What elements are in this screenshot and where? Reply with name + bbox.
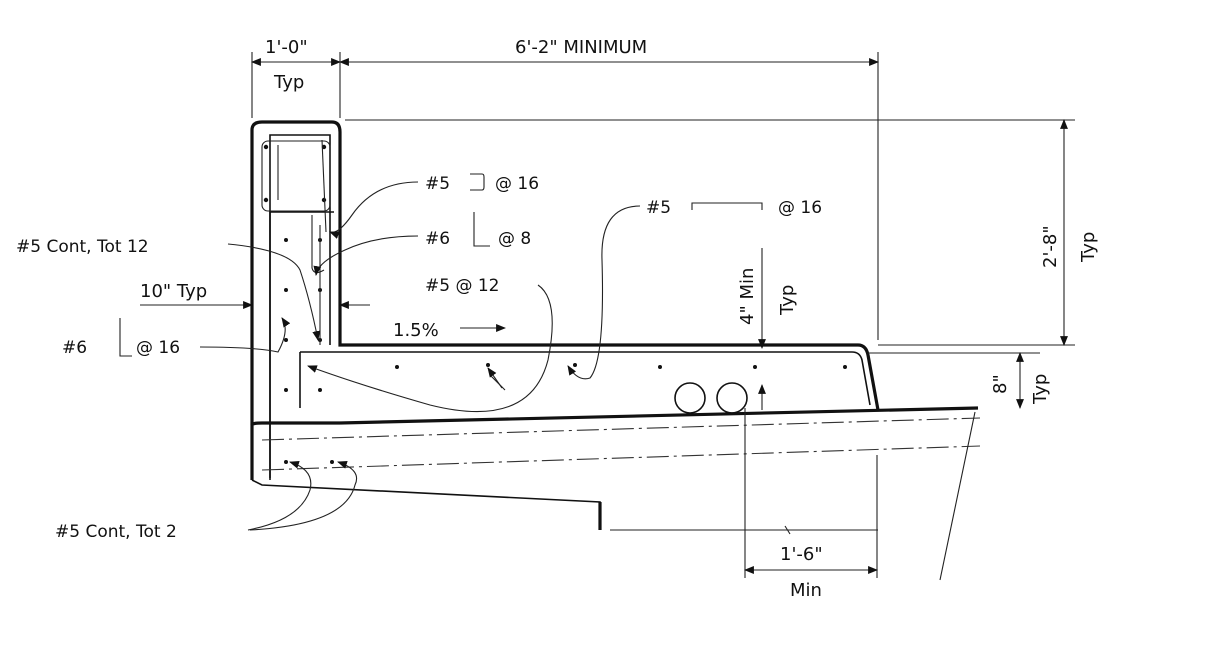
clear-width-label: 6'-2" MINIMUM — [515, 37, 647, 58]
slab-thickness-label: 8" — [990, 374, 1011, 394]
overhang-label: 1'-6" — [780, 544, 823, 565]
overhang-note: Min — [790, 580, 822, 601]
barrier-stirrups — [261, 140, 331, 345]
slab-cover-label: 4" Min — [737, 268, 758, 325]
height-note: Typ — [1078, 232, 1099, 263]
barrier-width-label: 1'-0" — [265, 37, 308, 58]
slab-top-bar-label: #5 @ 12 — [425, 276, 500, 296]
stirrup-bar-label: #5 — [425, 174, 450, 194]
longitudinal-slab-label: #5 Cont, Tot 2 — [55, 522, 177, 542]
hook-bar-label: #6 — [425, 229, 450, 249]
hook-spacing-label: @ 8 — [498, 229, 531, 249]
cross-slope-label: 1.5% — [393, 320, 439, 341]
face-thickness-label: 10" Typ — [140, 281, 207, 302]
dimension-lines — [140, 52, 1075, 581]
face-bar-label: #6 — [62, 338, 87, 358]
conduits — [674, 382, 748, 414]
slab-bar-spacing-label: @ 16 — [778, 198, 822, 218]
slab-thickness-note: Typ — [1030, 374, 1051, 405]
slab-cover-note: Typ — [777, 285, 798, 316]
longitudinal-barrier-label: #5 Cont, Tot 12 — [16, 237, 149, 257]
height-label: 2'-8" — [1040, 225, 1061, 268]
barrier-width-note: Typ — [273, 72, 304, 93]
leader-lines — [199, 139, 641, 531]
concrete-outline — [250, 120, 979, 530]
face-bar-spacing-label: @ 16 — [136, 338, 180, 358]
rebar-dots — [263, 144, 847, 464]
stirrup-spacing-label: @ 16 — [495, 174, 539, 194]
slab-bar-label: #5 — [646, 198, 671, 218]
centerlines — [261, 417, 981, 471]
bar-shape-glyphs — [119, 173, 763, 357]
